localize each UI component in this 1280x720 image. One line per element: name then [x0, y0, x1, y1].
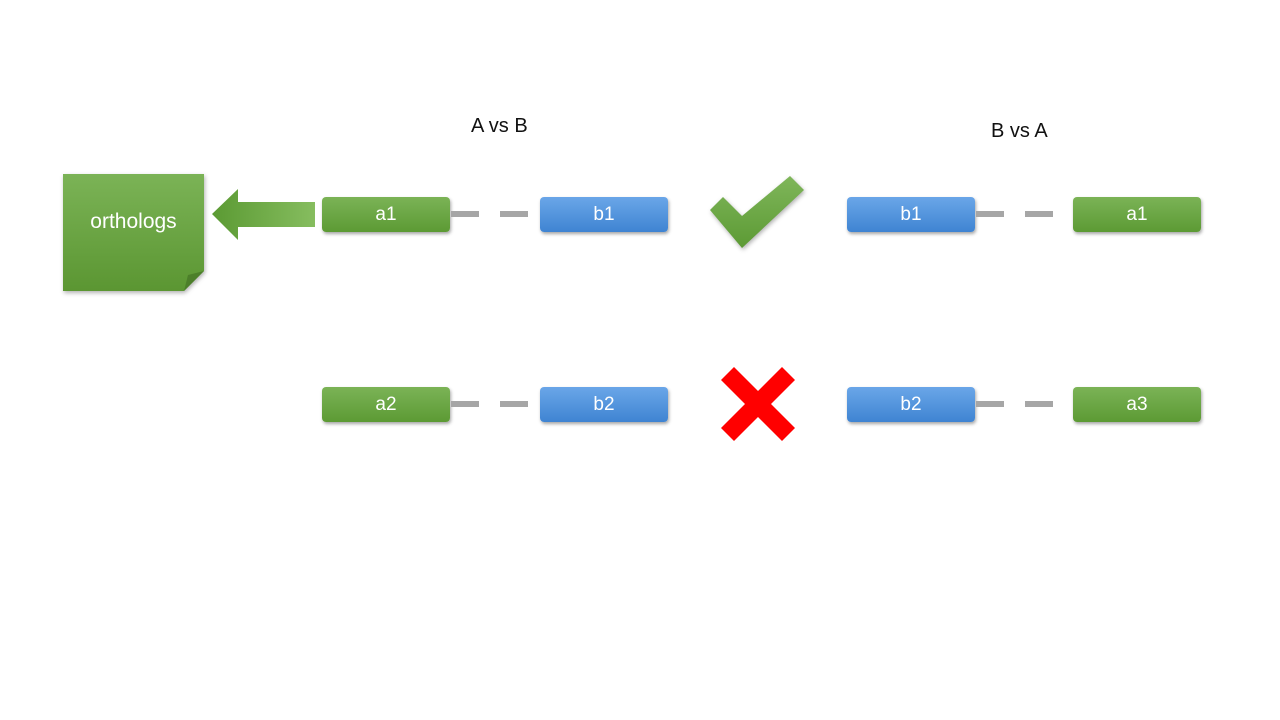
dash-connector [976, 401, 1004, 407]
heading-a-vs-b: A vs B [471, 115, 528, 137]
gene-box-b1: b1 [540, 197, 668, 232]
gene-box-a2: a2 [322, 387, 450, 422]
gene-box-a3: a3 [1073, 387, 1201, 422]
cross-icon [721, 367, 795, 441]
gene-box-a1: a1 [322, 197, 450, 232]
dash-connector [451, 401, 479, 407]
heading-b-vs-a: B vs A [991, 120, 1048, 142]
orthologs-note [63, 174, 204, 291]
gene-box-b2: b2 [540, 387, 668, 422]
dash-connector [1025, 211, 1053, 217]
orthologs-label: orthologs [90, 210, 177, 233]
dash-connector [500, 401, 528, 407]
dash-connector [451, 211, 479, 217]
dash-connector [500, 211, 528, 217]
left-arrow-icon [212, 189, 315, 240]
dash-connector [976, 211, 1004, 217]
gene-box-a1: a1 [1073, 197, 1201, 232]
dash-connector [1025, 401, 1053, 407]
gene-box-b1: b1 [847, 197, 975, 232]
check-icon [710, 176, 804, 248]
gene-box-b2: b2 [847, 387, 975, 422]
